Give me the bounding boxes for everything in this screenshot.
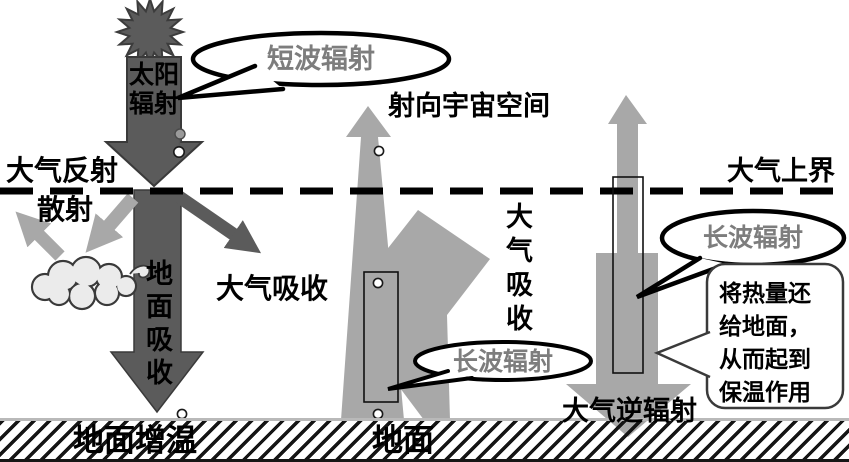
- ground-absorb-arrow: [109, 189, 205, 414]
- shortwave-bubble-label: 短波辐射: [267, 44, 375, 74]
- scattering-label: 散射: [37, 194, 94, 225]
- atmo-top-boundary-label: 大气上界: [727, 156, 835, 186]
- insulation-note-bubble: [653, 262, 845, 410]
- longwave-bubble-mid-label: 长波辐射: [452, 348, 553, 376]
- atmo-absorb-mid-label: 大气吸收: [502, 202, 533, 338]
- ground-warming-label: 地面增温: [73, 423, 197, 458]
- ground-hatch-band: [0, 418, 849, 462]
- insulation-note-label: 将热量还 给地面， 从而起到 保温作用: [719, 280, 811, 405]
- cloud-icon: [30, 255, 151, 311]
- selection-box-mid: [363, 271, 399, 403]
- longwave-callout-bubble-mid: [387, 340, 593, 391]
- scatter-down-arrow: [85, 193, 139, 253]
- cloud-swirl-icon: [129, 264, 151, 279]
- handle-dot-white-2[interactable]: [373, 145, 385, 157]
- ground-label: 地面: [372, 423, 434, 458]
- longwave-bubble-right-label: 长波辐射: [702, 224, 803, 252]
- counter-radiation-label: 大气逆辐射: [562, 396, 697, 426]
- to-space-label: 射向宇宙空间: [388, 91, 550, 121]
- handle-dot-gray[interactable]: [174, 128, 186, 140]
- atmosphere-absorb-branch-arrow: [385, 210, 490, 420]
- atmosphere-absorb-left-arrow: [171, 188, 262, 254]
- selection-box-right: [612, 176, 644, 374]
- sun-icon: [113, 0, 187, 69]
- surface-longwave-up-arrow: [341, 106, 404, 420]
- handle-dot-white-3[interactable]: [372, 277, 384, 289]
- scatter-reflect-up-arrow: [15, 211, 65, 261]
- atmo-reflection-label: 大气反射: [6, 155, 119, 186]
- atmo-absorb-left-label: 大气吸收: [216, 273, 329, 304]
- ground-absorb-label: 地面吸收: [142, 259, 173, 391]
- shortwave-callout-bubble: [177, 30, 452, 101]
- solar-radiation-label: 太阳 辐射: [128, 61, 179, 118]
- handle-dot-white-1[interactable]: [173, 146, 186, 159]
- longwave-callout-bubble-right: [635, 208, 847, 300]
- counter-radiation-arrow: [566, 253, 691, 437]
